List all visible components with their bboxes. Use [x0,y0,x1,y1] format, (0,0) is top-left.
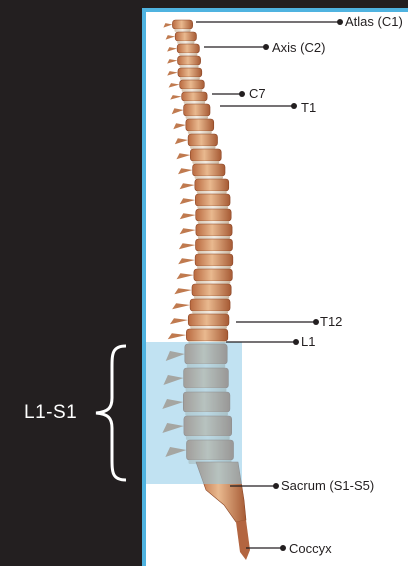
intervertebral-disc [186,116,208,119]
leader-dot [273,483,279,489]
leader-dot [280,545,286,551]
intervertebral-disc [196,281,230,284]
leader-dot [337,19,343,25]
vertebra-body [180,80,205,89]
leader-dot [313,319,319,325]
l1-s1-highlight-region [146,342,242,484]
intervertebral-disc [184,101,205,104]
vertebra-body [190,299,230,311]
spinous-process [178,168,193,174]
spinous-process [172,303,190,309]
vertebra-body [182,92,207,101]
intervertebral-disc [190,326,227,329]
leader-dot [263,44,269,50]
curly-brace [78,344,134,482]
spinous-process [179,243,196,249]
intervertebral-disc [188,131,212,134]
vertebra-body [193,164,225,176]
spinous-process [178,258,195,264]
intervertebral-disc [192,161,219,164]
leader-dot [291,103,297,109]
coccyx-bone [236,520,250,560]
vertebra-body [195,179,229,191]
vertebra-body [196,209,231,221]
spinous-process [176,153,190,159]
intervertebral-disc [197,266,231,269]
intervertebral-disc [190,146,215,149]
spinous-process [163,23,172,28]
vertebra-body [194,269,232,281]
vertebra-body [188,314,229,326]
spinous-process [170,95,181,100]
vertebra-body [190,149,221,161]
coccyx-label: Coccyx [289,541,332,556]
spinous-process [180,213,196,219]
spinous-process [177,273,194,279]
spinous-process [167,59,177,64]
vertebra-body [195,194,230,206]
vertebra-body [175,32,196,41]
l1-s1-label: L1-S1 [24,402,77,424]
intervertebral-disc [198,221,229,224]
vertebra-body [196,239,233,251]
spinous-process [167,71,178,76]
intervertebral-disc [180,65,199,68]
vertebra-body [178,56,201,65]
intervertebral-disc [197,206,228,209]
intervertebral-disc [194,296,229,299]
spinous-process [166,35,176,40]
vertebra-body [188,134,217,146]
spinous-process [175,138,188,144]
intervertebral-disc [198,236,230,239]
vertebra-body [184,104,210,116]
vertebra-body [178,68,202,77]
vertebra-body [172,20,192,29]
t1-label: T1 [301,100,316,115]
spinous-process [180,228,196,234]
intervertebral-disc [174,29,190,32]
vertebra-body [186,119,214,131]
intervertebral-disc [177,41,194,44]
vertebra-body [186,329,227,341]
vertebra-body [192,284,231,296]
t12-label: T12 [320,314,342,329]
intervertebral-disc [179,53,197,56]
spinous-process [173,123,186,129]
intervertebral-disc [192,311,228,314]
spinous-process [167,47,177,52]
intervertebral-disc [195,176,223,179]
spinous-process [169,83,180,88]
leader-dot [239,91,245,97]
leader-dot [293,339,299,345]
atlas-label: Atlas (C1) [345,14,403,29]
spinous-process [174,288,192,294]
sacrum-label: Sacrum (S1-S5) [281,478,374,493]
spinous-process [180,183,195,189]
intervertebral-disc [180,77,200,80]
intervertebral-disc [182,89,203,92]
spinous-process [168,333,187,339]
l1-label: L1 [301,334,315,349]
intervertebral-disc [197,191,227,194]
c7-label: C7 [249,86,266,101]
spinous-process [170,318,188,324]
spinous-process [180,198,196,204]
spinous-process [172,108,184,114]
vertebra-body [196,224,232,236]
vertebra-body [177,44,199,53]
vertebra-body [195,254,233,266]
axis-label: Axis (C2) [272,40,325,55]
intervertebral-disc [198,251,231,254]
